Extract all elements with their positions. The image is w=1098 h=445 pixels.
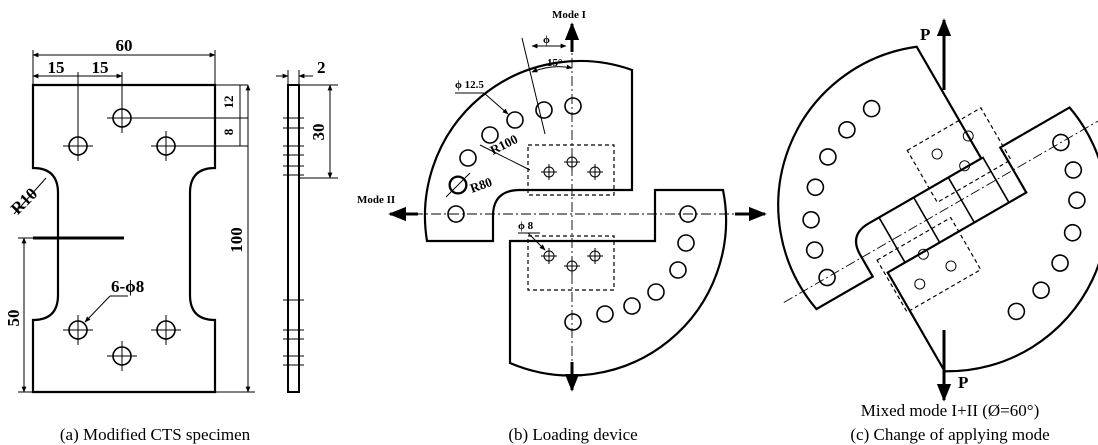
grip-hole [564, 97, 582, 115]
specimen-pin-holes-rotated [914, 130, 974, 290]
caption-a: (a) Modified CTS specimen [60, 425, 251, 444]
caption-c-line2: (c) Change of applying mode [850, 425, 1049, 444]
hole [63, 131, 93, 161]
lower-grip-rotated [886, 106, 1098, 373]
caption-b: (b) Loading device [508, 425, 637, 444]
grip-hole [564, 313, 582, 331]
grip-hole [679, 205, 697, 223]
hole [107, 341, 137, 371]
dim-12-label: 12 [221, 96, 236, 109]
dim-15-left-label: 15 [48, 58, 65, 77]
grip-holes-rotated [802, 99, 1086, 321]
dim-2-label: 2 [317, 58, 326, 77]
dim-30-label: 30 [309, 124, 328, 141]
angle-15-label: 15° [547, 57, 562, 69]
grip-hole [623, 297, 641, 315]
panel-b-loading-device: Mode I Mode II ϕ 15° ϕ 12.5 R100 R80 ϕ 8… [357, 9, 767, 444]
grip-hole [449, 176, 467, 194]
specimen-side-view [287, 84, 300, 393]
dim-50-label: 50 [4, 310, 23, 327]
lower-grip [508, 188, 728, 377]
grip-hole [506, 111, 524, 129]
panel-c-loads: P P Mixed mode I+II (Ø=60°) (c) Change o… [850, 18, 1050, 444]
dim-60-label: 60 [116, 36, 133, 55]
dim-holes-label: 6-ϕ8 [111, 277, 144, 296]
grip-hole [459, 149, 477, 167]
dim-15-right-label: 15 [92, 58, 109, 77]
dim-100-label: 100 [227, 227, 246, 253]
panel-a-specimen: 60 15 15 12 8 100 50 R10 6-ϕ8 [4, 36, 338, 444]
dim-8-label: 8 [221, 128, 236, 135]
specimen-pin-holes [541, 154, 603, 274]
grip-hole [647, 283, 665, 301]
grip-hole [535, 101, 553, 119]
dim-r100-label: R100 [488, 131, 521, 157]
grip-hole [596, 305, 614, 323]
dim-r80-label: R80 [468, 174, 494, 196]
r80-marker [445, 172, 471, 198]
grip-hole [481, 126, 499, 144]
dim-phi8-label: ϕ 8 [518, 220, 534, 232]
angle-phi-label: ϕ [543, 34, 550, 46]
hole [63, 315, 93, 345]
mode-1-label: Mode I [552, 9, 586, 21]
upper-grip-rotated [777, 45, 983, 311]
mode-2-label: Mode II [357, 194, 395, 206]
upper-grip [423, 59, 634, 243]
load-bottom-label: P [958, 373, 968, 392]
dim-12-5-label: ϕ 12.5 [455, 79, 484, 91]
grip-hole [669, 261, 687, 279]
load-top-label: P [920, 25, 930, 44]
hole [151, 315, 181, 345]
caption-c-line1: Mixed mode I+II (Ø=60°) [861, 401, 1039, 420]
grip-hole [677, 234, 695, 252]
panel-c-mixed-mode [777, 45, 1098, 373]
grip-hole [447, 205, 465, 223]
